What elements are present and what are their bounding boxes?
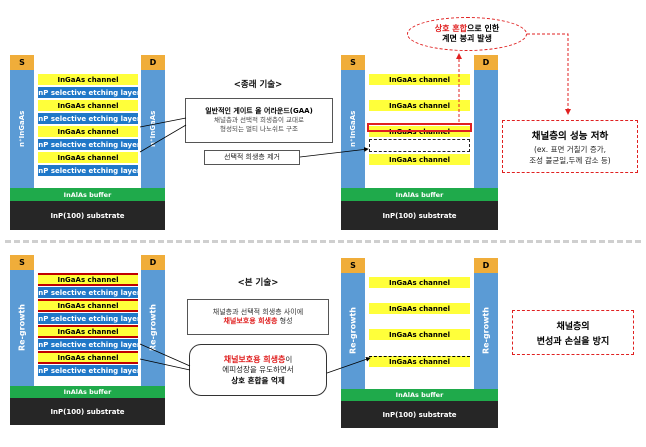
- desc-red-text: 채널보호용 희생층: [223, 317, 278, 325]
- regrowth-label: Re-growth: [481, 307, 491, 355]
- channel-layer: InGaAs channel: [369, 329, 470, 340]
- channel-layer-protected: InGaAs channel: [38, 273, 138, 286]
- desc-text: 형성: [277, 317, 293, 325]
- conventional-stack-before: n⁺InGaAs n⁺InGaAs S D InGaAs channel InP…: [10, 55, 165, 230]
- channel-layer: InGaAs channel: [369, 154, 470, 165]
- protection-bubble: 채널보호용 희생층이 에피성장을 유도하면서 상호 혼합을 억제: [189, 344, 327, 396]
- substrate-layer: InP(100) substrate: [10, 398, 165, 425]
- etch-layer: InP selective etching layer: [35, 165, 141, 176]
- channel-layer: InGaAs channel: [369, 303, 470, 314]
- callout-text: 으로 인한: [467, 23, 500, 33]
- etch-layer: InP selective etching layer: [35, 287, 141, 298]
- source-pillar: n⁺InGaAs: [341, 70, 365, 188]
- result-title: 채널층의 성능 저하: [531, 130, 609, 142]
- channel-layer: InGaAs channel: [369, 277, 470, 288]
- conventional-title: <종래 기술>: [233, 80, 283, 90]
- performance-degradation-box: 채널층의 성능 저하 (ex. 표면 거칠기 증가, 조성 불균일,두께 감소 …: [502, 120, 638, 173]
- step-label: 선택적 희생층 제거: [204, 150, 300, 165]
- etch-layer: InP selective etching layer: [35, 339, 141, 350]
- desc-line: 형성되는 멀티 나노쉬트 구조: [220, 125, 298, 134]
- desc-line: 채널층과 선택적 희생층이 교대로: [214, 116, 304, 125]
- conventional-description: 일반적인 게이트 올 어라운드(GAA) 채널층과 선택적 희생층이 교대로 형…: [185, 98, 333, 143]
- etch-layer: InP selective etching layer: [35, 139, 141, 150]
- etch-layer: InP selective etching layer: [35, 313, 141, 324]
- buffer-layer: InAlAs buffer: [10, 386, 165, 398]
- desc-line: 채널층과 선택적 희생층 사이에: [212, 307, 304, 316]
- source-contact: S: [10, 255, 34, 270]
- section-divider: [5, 240, 641, 243]
- n-ingaas-label: n⁺InGaAs: [349, 110, 357, 148]
- source-contact: S: [10, 55, 34, 70]
- result-line: (ex. 표면 거칠기 증가,: [533, 144, 607, 154]
- desc-line2: 채널보호용 희생층 형성: [223, 317, 292, 326]
- result-line: 채널층의: [556, 321, 590, 332]
- channel-layer: InGaAs channel: [38, 100, 138, 111]
- proposed-title: <본 기술>: [237, 278, 279, 288]
- channel-layer-protected: InGaAs channel: [38, 299, 138, 312]
- bubble-line: 에피성장을 유도하면서: [222, 365, 294, 375]
- result-line: 조성 불균일,두께 감소 등): [529, 155, 611, 165]
- substrate-layer: InP(100) substrate: [341, 201, 498, 230]
- drain-contact: D: [474, 55, 498, 70]
- etch-layer: InP selective etching layer: [35, 113, 141, 124]
- buffer-layer: InAlAs buffer: [341, 389, 498, 401]
- interface-collapse-callout: 상호 혼합으로 인한 계면 붕괴 발생: [407, 17, 527, 51]
- regrowth-label: Re-growth: [148, 304, 158, 352]
- drain-pillar: [474, 70, 498, 188]
- channel-layer-intact: InGaAs channel: [369, 356, 470, 367]
- callout-red-text: 상호 혼합: [434, 23, 467, 33]
- interface-collapse-highlight: [367, 123, 472, 132]
- bubble-red-text: 채널보호용 희생층: [223, 354, 286, 364]
- source-contact: S: [341, 258, 365, 273]
- channel-layer: InGaAs channel: [369, 100, 470, 111]
- substrate-layer: InP(100) substrate: [341, 401, 498, 428]
- substrate-layer: InP(100) substrate: [10, 201, 165, 230]
- mixed-region: [369, 139, 470, 152]
- etch-layer: InP selective etching layer: [35, 87, 141, 98]
- drain-contact: D: [141, 255, 165, 270]
- degradation-prevented-box: 채널층의 변성과 손실을 방지: [512, 310, 634, 355]
- buffer-layer: InAlAs buffer: [10, 188, 165, 201]
- drain-contact: D: [141, 55, 165, 70]
- callout-line2: 계면 붕괴 발생: [442, 34, 492, 43]
- source-pillar: n⁺InGaAs: [10, 70, 34, 188]
- result-line: 변성과 손실을 방지: [536, 336, 610, 347]
- etch-layer: InP selective etching layer: [35, 365, 141, 376]
- source-contact: S: [341, 55, 365, 70]
- bubble-text: 이: [285, 354, 293, 364]
- proposed-stack-after: Re-growth Re-growth S D InGaAs channel I…: [341, 258, 498, 428]
- red-right-arrow: [527, 33, 571, 115]
- bubble-line: 상호 혼합을 억제: [231, 375, 285, 385]
- channel-layer: InGaAs channel: [38, 152, 138, 163]
- callout-line1: 상호 혼합으로 인한: [435, 24, 499, 34]
- drain-pillar: Re-growth: [141, 270, 165, 386]
- source-pillar: Re-growth: [10, 270, 34, 386]
- proposed-stack-before: Re-growth Re-growth S D InGaAs channel I…: [10, 255, 165, 425]
- drain-pillar: Re-growth: [474, 273, 498, 389]
- bubble-line1: 채널보호용 희생층이: [224, 354, 293, 366]
- n-ingaas-label: n⁺InGaAs: [149, 110, 157, 148]
- regrowth-label: Re-growth: [348, 307, 358, 355]
- desc-title: 일반적인 게이트 올 어라운드(GAA): [205, 107, 313, 116]
- channel-layer-protected: InGaAs channel: [38, 325, 138, 338]
- conventional-stack-after: n⁺InGaAs S D InGaAs channel InGaAs chann…: [341, 55, 498, 230]
- source-pillar: Re-growth: [341, 273, 365, 389]
- drain-contact: D: [474, 258, 498, 273]
- buffer-layer: InAlAs buffer: [341, 188, 498, 201]
- channel-layer: InGaAs channel: [38, 74, 138, 85]
- drain-pillar: n⁺InGaAs: [141, 70, 165, 188]
- proposed-description: 채널층과 선택적 희생층 사이에 채널보호용 희생층 형성: [187, 299, 329, 335]
- regrowth-label: Re-growth: [17, 304, 27, 352]
- channel-layer-protected: InGaAs channel: [38, 351, 138, 364]
- n-ingaas-label: n⁺InGaAs: [18, 110, 26, 148]
- channel-layer: InGaAs channel: [369, 74, 470, 85]
- channel-layer: InGaAs channel: [38, 126, 138, 137]
